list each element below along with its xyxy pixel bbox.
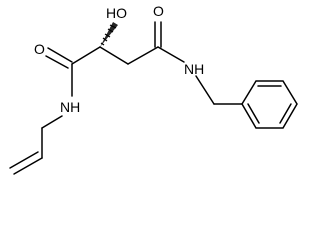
left-carbonyl-oxygen-label: O xyxy=(34,41,45,57)
bond-c3-c4 xyxy=(127,46,159,65)
structure-diagram: HO O O NH NH xyxy=(9,3,298,175)
upper-carbonyl-oxygen-label: O xyxy=(153,3,164,19)
ring-double-bond-3 xyxy=(247,103,260,124)
bond-c1-o-double-a xyxy=(47,47,73,63)
hash-marks xyxy=(100,24,117,46)
bond-c1-o-double-b xyxy=(45,55,69,69)
bond-allyl-double-b xyxy=(9,151,39,169)
bond-c1-c2 xyxy=(71,46,101,65)
left-amide-nitrogen-label: NH xyxy=(60,99,80,115)
bond-c2-c3 xyxy=(99,46,129,65)
bond-allyl-double-a xyxy=(13,157,43,175)
hashed-wedge-bond xyxy=(100,22,118,47)
ring-double-bond-2 xyxy=(279,103,292,124)
hydroxyl-label: HO xyxy=(106,5,127,21)
right-amide-nitrogen-label: NH xyxy=(184,61,204,77)
bond-n-ch2 xyxy=(195,75,215,105)
bond-n-allyl xyxy=(41,115,63,129)
benzene-ring xyxy=(241,80,298,129)
bond-c4-n xyxy=(157,46,185,63)
molecule-drawing: HO O O NH NH xyxy=(9,3,298,175)
